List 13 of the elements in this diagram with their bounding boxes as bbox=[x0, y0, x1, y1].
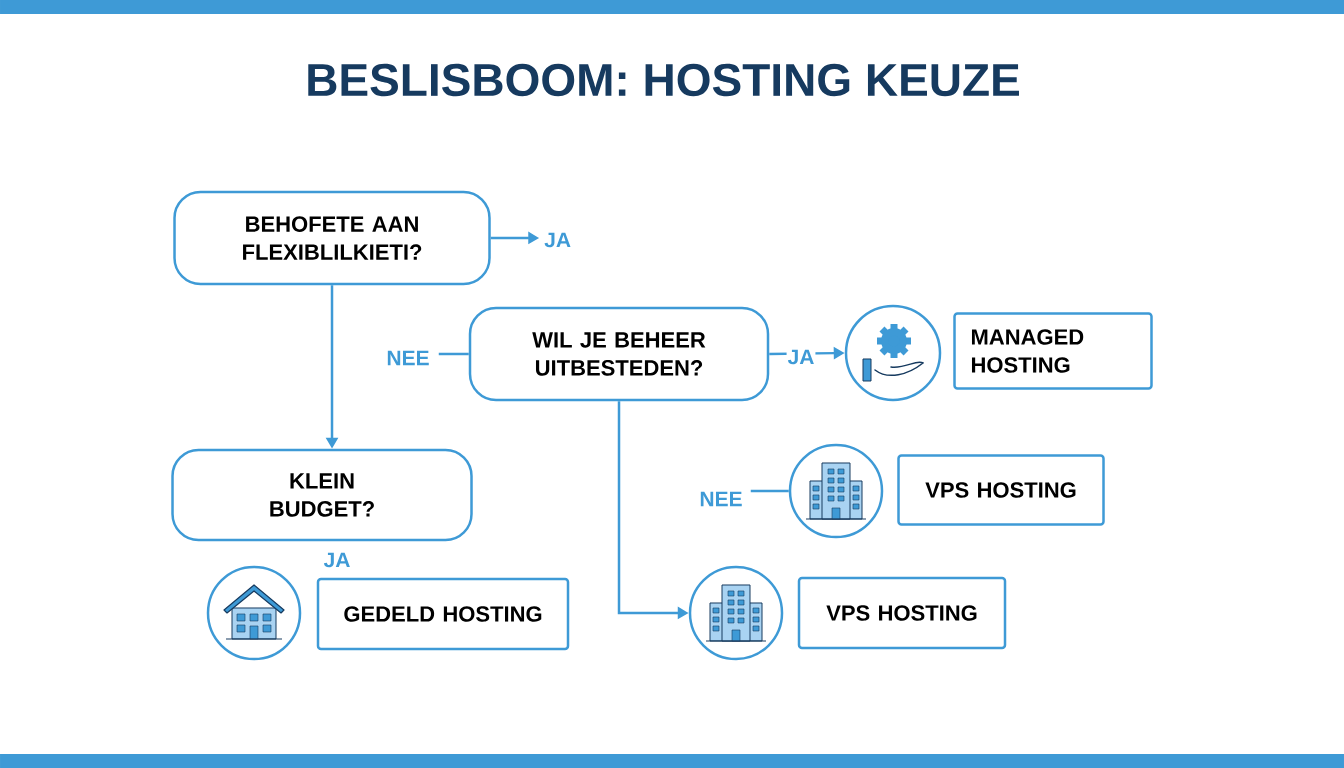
decision-box: WIL JE BEHEER UITBESTEDEN? bbox=[468, 306, 770, 402]
result-box: VPS HOSTING bbox=[797, 576, 1007, 650]
edge-label: NEE bbox=[700, 491, 742, 507]
result-box: MANAGED HOSTING bbox=[953, 312, 1153, 390]
edge-label: JA bbox=[787, 349, 814, 365]
decision-box: BEHOFETE AAN FLEXIBLILKIETI? bbox=[173, 190, 491, 286]
result-box: VPS HOSTING bbox=[897, 454, 1105, 526]
decision-box: KLEIN BUDGET? bbox=[171, 448, 473, 542]
result-box: GEDELD HOSTING bbox=[316, 577, 570, 651]
title: BESLISBOOM: HOSTING KEUZE bbox=[308, 63, 1019, 97]
edge-label: NEE bbox=[387, 350, 429, 366]
branch-label: JA bbox=[323, 552, 350, 568]
edge-label: JA bbox=[544, 232, 571, 248]
